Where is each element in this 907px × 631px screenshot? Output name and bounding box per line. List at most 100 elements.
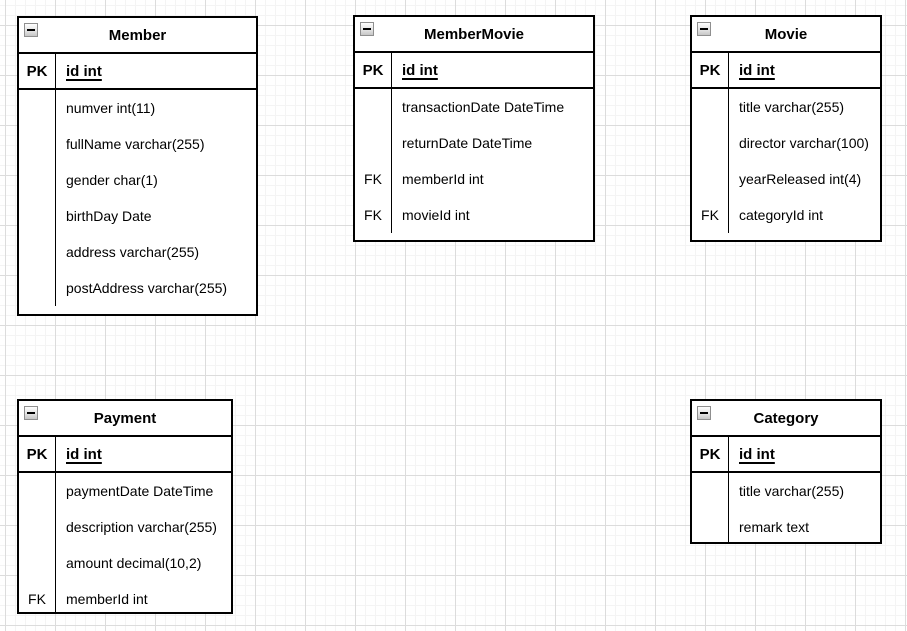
pk-field-label: id int xyxy=(739,61,775,79)
attribute-row[interactable]: remark text xyxy=(692,509,880,542)
collapse-icon[interactable] xyxy=(697,406,711,420)
attribute-row[interactable]: amount decimal(10,2) xyxy=(19,545,231,581)
entity-table-membermovie[interactable]: MemberMovie PK id int transactionDate Da… xyxy=(353,15,595,242)
row-key-label xyxy=(692,473,729,509)
collapse-icon[interactable] xyxy=(24,23,38,37)
attribute-row[interactable]: FK memberId int xyxy=(355,161,593,197)
minus-glyph xyxy=(363,28,371,30)
pk-field-label: id int xyxy=(739,445,775,463)
row-field-label: numver int(11) xyxy=(66,100,156,116)
row-field-label: title varchar(255) xyxy=(739,99,845,115)
row-key-label xyxy=(19,270,56,306)
row-field-label: memberId int xyxy=(402,171,484,187)
row-field-label: yearReleased int(4) xyxy=(739,171,862,187)
row-key-label xyxy=(19,509,56,545)
collapse-icon[interactable] xyxy=(697,22,711,36)
pk-row[interactable]: PK id int xyxy=(19,437,231,473)
table-title: Payment xyxy=(93,409,157,427)
row-field-label: transactionDate DateTime xyxy=(402,99,565,115)
attribute-row[interactable]: director varchar(100) xyxy=(692,125,880,161)
pk-field-label: id int xyxy=(402,61,438,79)
row-key-label xyxy=(19,473,56,509)
row-field-label: remark text xyxy=(739,519,810,535)
table-filler xyxy=(19,306,256,314)
table-header: Category xyxy=(692,401,880,437)
minus-glyph xyxy=(700,412,708,414)
entity-table-payment[interactable]: Payment PK id int paymentDate DateTime d… xyxy=(17,399,233,614)
row-key-label xyxy=(355,125,392,161)
minus-glyph xyxy=(27,412,35,414)
pk-key-label: PK xyxy=(692,53,729,87)
pk-row[interactable]: PK id int xyxy=(692,437,880,473)
row-key-label xyxy=(692,89,729,125)
table-header: Movie xyxy=(692,17,880,53)
row-key-label xyxy=(692,161,729,197)
attribute-row[interactable]: FK movieId int xyxy=(355,197,593,233)
table-title: Movie xyxy=(764,25,808,43)
minus-glyph xyxy=(700,28,708,30)
table-header: Payment xyxy=(19,401,231,437)
row-key-label xyxy=(19,545,56,581)
attribute-row[interactable]: postAddress varchar(255) xyxy=(19,270,256,306)
row-key-label xyxy=(692,509,729,542)
row-field-label: director varchar(100) xyxy=(739,135,869,151)
pk-key-label: PK xyxy=(692,437,729,471)
attribute-row[interactable]: paymentDate DateTime xyxy=(19,473,231,509)
row-key-label: FK xyxy=(355,161,392,197)
pk-field-label: id int xyxy=(66,445,102,463)
row-field-label: returnDate DateTime xyxy=(402,135,533,151)
attribute-row[interactable]: FK memberId int xyxy=(19,581,231,612)
row-key-label: FK xyxy=(692,197,729,233)
pk-row[interactable]: PK id int xyxy=(355,53,593,89)
row-field-label: amount decimal(10,2) xyxy=(66,555,202,571)
table-title: Member xyxy=(108,26,167,44)
attribute-row[interactable]: transactionDate DateTime xyxy=(355,89,593,125)
entity-table-movie[interactable]: Movie PK id int title varchar(255) direc… xyxy=(690,15,882,242)
row-field-label: memberId int xyxy=(66,591,148,607)
attribute-row[interactable]: gender char(1) xyxy=(19,162,256,198)
attribute-row[interactable]: description varchar(255) xyxy=(19,509,231,545)
table-header: MemberMovie xyxy=(355,17,593,53)
minus-glyph xyxy=(27,29,35,31)
table-header: Member xyxy=(19,18,256,54)
table-title: MemberMovie xyxy=(423,25,525,43)
row-field-label: birthDay Date xyxy=(66,208,152,224)
row-field-label: movieId int xyxy=(402,207,470,223)
row-field-label: gender char(1) xyxy=(66,172,158,188)
attribute-row[interactable]: birthDay Date xyxy=(19,198,256,234)
row-key-label xyxy=(692,125,729,161)
pk-row[interactable]: PK id int xyxy=(692,53,880,89)
table-title: Category xyxy=(753,409,819,427)
row-key-label xyxy=(19,126,56,162)
attribute-row[interactable]: returnDate DateTime xyxy=(355,125,593,161)
entity-table-member[interactable]: Member PK id int numver int(11) fullName… xyxy=(17,16,258,316)
row-field-label: categoryId int xyxy=(739,207,824,223)
pk-field-label: id int xyxy=(66,62,102,80)
collapse-icon[interactable] xyxy=(360,22,374,36)
pk-key-label: PK xyxy=(355,53,392,87)
row-key-label xyxy=(19,198,56,234)
attribute-row[interactable]: fullName varchar(255) xyxy=(19,126,256,162)
attribute-row[interactable]: FK categoryId int xyxy=(692,197,880,233)
row-key-label xyxy=(19,162,56,198)
pk-key-label: PK xyxy=(19,437,56,471)
row-key-label xyxy=(19,234,56,270)
row-field-label: postAddress varchar(255) xyxy=(66,280,228,296)
attribute-row[interactable]: address varchar(255) xyxy=(19,234,256,270)
row-field-label: title varchar(255) xyxy=(739,483,845,499)
row-key-label xyxy=(355,89,392,125)
attribute-row[interactable]: title varchar(255) xyxy=(692,89,880,125)
table-filler xyxy=(355,233,593,240)
row-key-label: FK xyxy=(19,581,56,612)
pk-row[interactable]: PK id int xyxy=(19,54,256,90)
attribute-row[interactable]: numver int(11) xyxy=(19,90,256,126)
entity-table-category[interactable]: Category PK id int title varchar(255) re… xyxy=(690,399,882,544)
row-field-label: fullName varchar(255) xyxy=(66,136,205,152)
table-filler xyxy=(692,233,880,240)
attribute-row[interactable]: title varchar(255) xyxy=(692,473,880,509)
row-key-label xyxy=(19,90,56,126)
attribute-row[interactable]: yearReleased int(4) xyxy=(692,161,880,197)
collapse-icon[interactable] xyxy=(24,406,38,420)
row-field-label: paymentDate DateTime xyxy=(66,483,214,499)
